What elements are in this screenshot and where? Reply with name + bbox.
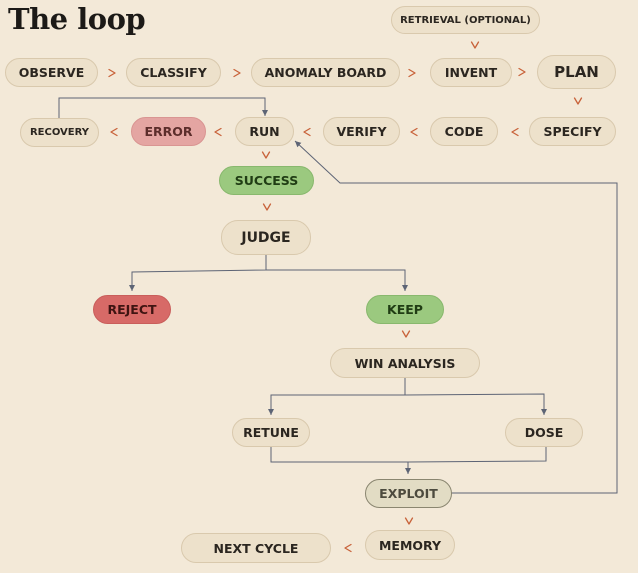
node-judge: JUDGE	[221, 220, 311, 255]
arrow-exploit-memory	[404, 517, 414, 525]
win-analysis-to-retune-connector	[268, 378, 406, 415]
arrow-plan-specify	[573, 97, 583, 105]
node-next-cycle: NEXT CYCLE	[181, 533, 331, 563]
judge-to-reject-connector	[129, 254, 267, 291]
node-code: CODE	[430, 117, 498, 146]
arrow-keep-winanalysis	[401, 330, 411, 338]
node-plan: PLAN	[537, 55, 616, 89]
node-verify: VERIFY	[323, 117, 400, 146]
judge-to-keep-connector	[266, 269, 408, 291]
arrow-error-recovery	[110, 127, 118, 137]
node-success: SUCCESS	[219, 166, 314, 195]
arrow-run-success	[261, 151, 271, 159]
node-observe: OBSERVE	[5, 58, 98, 87]
node-specify: SPECIFY	[529, 117, 616, 146]
node-memory: MEMORY	[365, 530, 455, 560]
arrow-invent-plan	[518, 67, 526, 77]
arrow-retrieval-invent	[470, 41, 480, 49]
node-retune: RETUNE	[232, 418, 310, 447]
arrow-code-verify	[410, 127, 418, 137]
dose-to-exploit-connector	[407, 446, 547, 463]
exploit-to-run-feedback-connector	[294, 140, 618, 494]
node-exploit: EXPLOIT	[365, 479, 452, 508]
arrow-anomaly-invent	[408, 68, 416, 78]
win-analysis-to-dose-connector	[404, 393, 547, 415]
node-invent: INVENT	[430, 58, 512, 87]
page-title: The loop	[8, 2, 146, 36]
arrow-success-judge	[262, 203, 272, 211]
arrow-run-error	[214, 127, 222, 137]
node-keep: KEEP	[366, 295, 444, 324]
node-error: ERROR	[131, 117, 206, 146]
node-classify: CLASSIFY	[126, 58, 221, 87]
node-recovery: RECOVERY	[20, 118, 99, 147]
node-retrieval: RETRIEVAL (OPTIONAL)	[391, 6, 540, 34]
node-win-analysis: WIN ANALYSIS	[330, 348, 480, 378]
arrow-verify-run	[303, 127, 311, 137]
recovery-to-run-connector	[58, 97, 268, 118]
arrow-observe-classify	[108, 68, 116, 78]
node-run: RUN	[235, 117, 294, 146]
node-reject: REJECT	[93, 295, 171, 324]
retune-to-exploit-connector	[270, 446, 411, 474]
arrow-classify-anomaly	[233, 68, 241, 78]
arrow-specify-code	[511, 127, 519, 137]
arrow-memory-nextcycle	[344, 543, 352, 553]
node-dose: DOSE	[505, 418, 583, 447]
node-anomaly-board: ANOMALY BOARD	[251, 58, 400, 87]
